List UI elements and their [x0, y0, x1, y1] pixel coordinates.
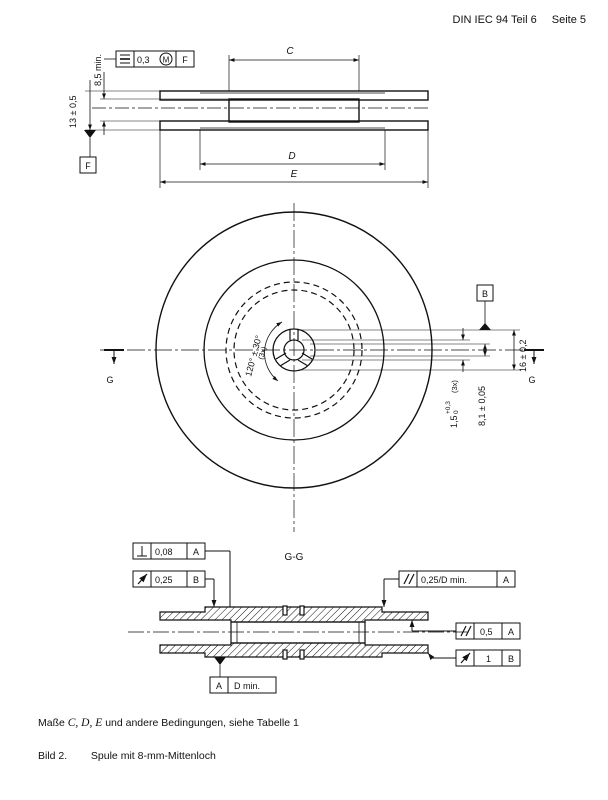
datum-b-label: B: [482, 289, 488, 299]
frame-modifier: M: [163, 56, 170, 65]
frame-runout-datum: B: [193, 575, 199, 585]
frame-datum: F: [182, 55, 188, 65]
hub-circle: [203, 259, 385, 441]
frame-par-top-datum: A: [503, 575, 509, 585]
frame-par-right-value: 0,5: [480, 627, 493, 637]
slot-count: (3x): [450, 380, 459, 393]
slot-tol-lower: 0: [453, 410, 460, 414]
dim-e-label: E: [291, 169, 298, 180]
top-view-labels: C D E 8,5 min. 13 ± 0,5 F 0,3 M F: [68, 46, 298, 180]
section-label-left: G: [106, 375, 113, 385]
dim-height-label: 8,5 min.: [93, 54, 103, 86]
section-title: G-G: [285, 552, 304, 563]
section-upper-profile: [159, 606, 429, 623]
note-prefix: Maße: [38, 717, 65, 729]
note-suffix: und andere Bedingungen, siehe Tabelle 1: [105, 717, 299, 729]
frame-runout-value: 0,25: [155, 575, 173, 585]
dim-c-label: C: [286, 46, 294, 57]
frame-par-top-value: 0,25/D min.: [421, 575, 467, 585]
datum-a-note: D min.: [234, 681, 260, 691]
hub-dim-label: 16 ± 0,2: [518, 340, 528, 372]
flange-outer-circle: [155, 211, 433, 489]
top-view: [79, 50, 430, 188]
section-view-labels: G-G 0,08 A 0,25 B 0,25/D min. A 0,5 A 1 …: [155, 547, 514, 691]
datum-f-triangle: [84, 130, 96, 138]
section-lower-profile: [159, 642, 429, 658]
note-vars: C, D, E: [67, 717, 103, 729]
frame-perp-value: 0,08: [155, 547, 173, 557]
hole-dim-label: 8,1 ± 0,05: [477, 386, 487, 426]
frame-par-right-datum: A: [508, 627, 514, 637]
top-lower-flange: [159, 120, 429, 131]
dashed-circle-outer: [225, 281, 363, 419]
top-hub: [228, 98, 360, 123]
angle-count: (3x): [256, 345, 268, 360]
datum-a-label: A: [216, 681, 222, 691]
angle-arc: [264, 321, 283, 382]
section-label-right: G: [528, 375, 535, 385]
slot-tol-upper: +0,3: [445, 401, 452, 414]
dim-width-label: 13 ± 0,5: [68, 96, 78, 128]
frame-runout-right-value: 1: [486, 654, 491, 664]
caption-text: Spule mit 8-mm-Mittenloch: [90, 750, 216, 762]
figure-caption: Bild 2. Spule mit 8-mm-Mittenloch: [38, 750, 216, 762]
top-control-frame: [115, 50, 195, 68]
slot-width-label: 1,5: [449, 415, 459, 428]
frame-perp-datum: A: [193, 547, 199, 557]
dimension-note: Maße C, D, E und andere Bedingungen, sie…: [38, 717, 299, 729]
frame-value: 0,3: [137, 55, 150, 65]
caption-number: Bild 2.: [38, 750, 68, 762]
page-header: DIN IEC 94 Teil 6 Seite 5: [441, 14, 586, 26]
section-hub: [230, 621, 366, 644]
page-number: Seite 5: [551, 14, 586, 26]
datum-a-box: [209, 676, 277, 694]
section-view: [128, 542, 521, 694]
dim-d-label: D: [288, 151, 295, 162]
front-view: [100, 203, 544, 532]
datum-f-label: F: [85, 161, 91, 171]
frame-runout-right-datum: B: [508, 654, 514, 664]
front-view-labels: B G G 120° ± 30° (3x) 1,5 +0,3 0 (3x) 8,…: [106, 289, 535, 428]
document-number: DIN IEC 94 Teil 6: [452, 14, 537, 26]
top-upper-flange: [159, 90, 429, 101]
dashed-circle-inner: [233, 289, 355, 411]
